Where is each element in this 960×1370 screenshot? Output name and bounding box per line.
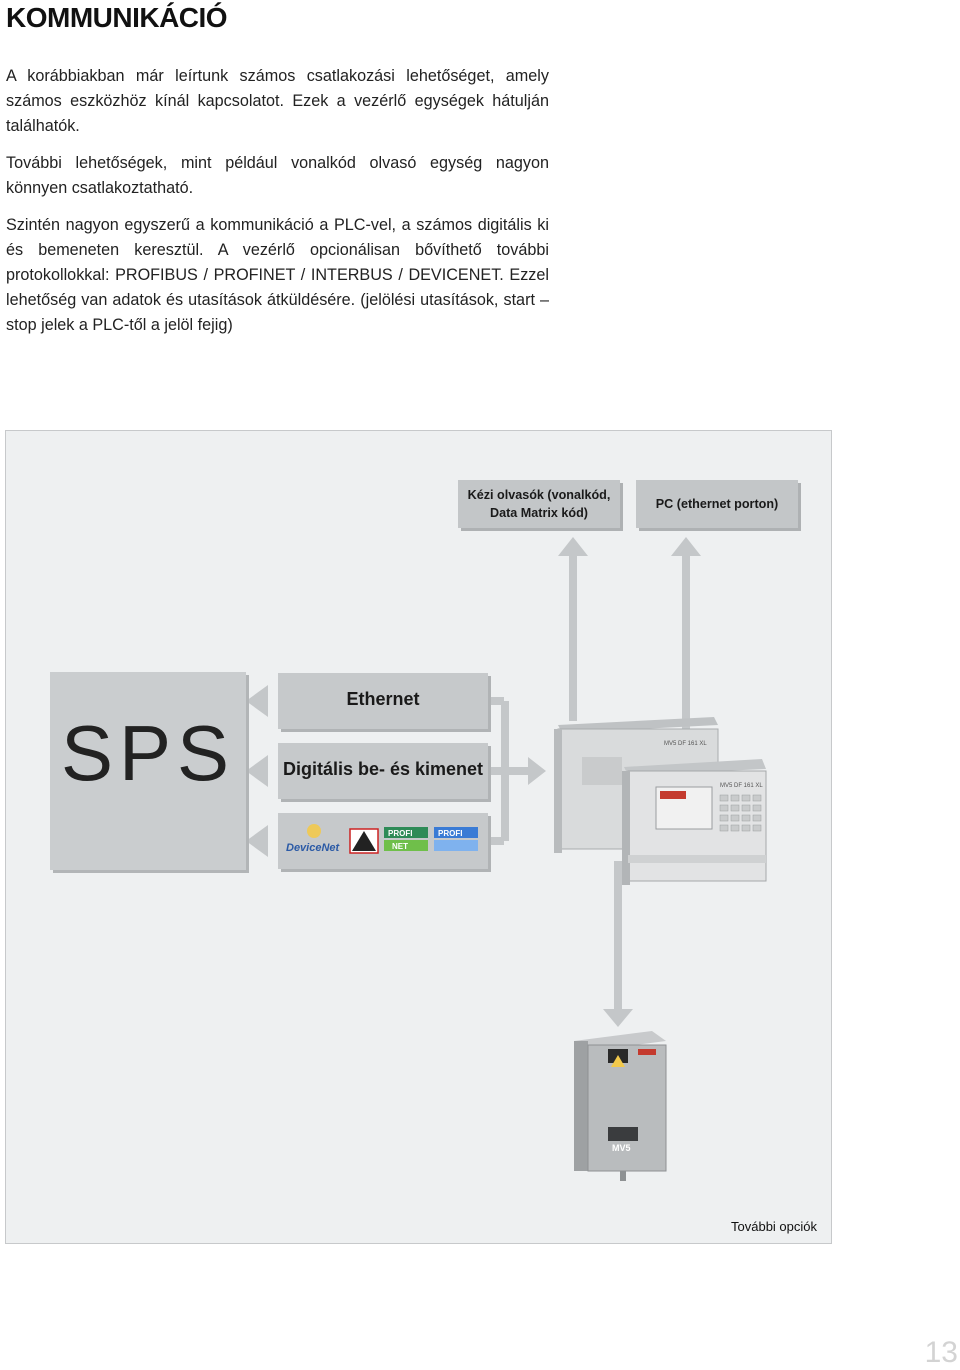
devicenet-logo-text: DeviceNet [286,842,341,854]
connector-arrows [246,537,701,1027]
options-paragraph: További lehetőségek, mint például vonalk… [6,154,549,197]
further-options-note: További opciók [731,1219,817,1234]
digital-io-label: Digitális be- és kimenet [282,759,484,779]
profibus-logo-text: PROFI [438,829,462,838]
page-title: KOMMUNIKÁCIÓ [6,2,228,33]
bus-to-controller-head [528,757,546,785]
sps-box: SPS [50,672,246,870]
pc-box: PC (ethernet porton) [636,480,798,528]
communication-diagram: Kézi olvasók (vonalkód, Data Matrix kód)… [5,430,832,1244]
ethernet-to-sps-head [246,685,268,717]
marking-head-label: MV5 [612,1143,631,1153]
controller-back-model: MV5 DF 161 XL [664,741,707,747]
digital-to-bus-line [488,767,504,775]
devicenet-logo: DeviceNet [286,824,341,854]
scanner-label-line-2: Data Matrix kód) [490,506,588,520]
pc-arrow-head [671,537,701,556]
controller-front: MV5 DF 161 XL [622,759,767,885]
controller-front-model: MV5 DF 161 XL [720,783,763,789]
interbus-logo [349,828,379,854]
pc-label: PC (ethernet porton) [655,497,779,511]
intro-paragraph: A korábbiakban már leírtunk számos csatl… [6,67,549,135]
profibus-logo: PROFI [434,827,478,851]
controller-units: MV5 DF 161 XL MV5 DF 161 XL [554,717,767,885]
profinet-logo: PROFI NET [384,827,428,851]
plc-paragraph: Szintén nagyon egyszerű a kommunikáció a… [6,216,549,334]
marking-head: MV5 [574,1031,667,1181]
scanner-arrow-shaft [569,556,577,721]
scanner-arrow-head [558,537,588,556]
fieldbus-logos-bar: DeviceNet PROFI NET PROFI [278,813,488,869]
profinet-logo-text-1: PROFI [388,829,412,838]
digital-io-bar: Digitális be- és kimenet [278,743,488,799]
fieldbus-logos: DeviceNet PROFI NET PROFI [286,824,478,854]
sps-label: SPS [60,709,236,797]
head-arrow-head [603,1009,633,1027]
page-number: 13 [924,1336,958,1369]
head-arrow-shaft [614,861,622,1011]
fieldbus-to-sps-head [246,825,268,857]
fieldbus-to-bus-line [488,837,504,845]
ethernet-bar: Ethernet [278,673,488,729]
digital-to-sps-head [246,755,268,787]
bus-to-controller-line [501,767,531,775]
ethernet-to-bus-line [488,697,504,705]
scanner-label-line-1: Kézi olvasók (vonalkód, [467,488,611,502]
pc-arrow-shaft [682,556,690,741]
scanner-box: Kézi olvasók (vonalkód, Data Matrix kód) [458,480,620,528]
profinet-logo-text-2: NET [392,842,408,851]
ethernet-label: Ethernet [346,689,420,709]
